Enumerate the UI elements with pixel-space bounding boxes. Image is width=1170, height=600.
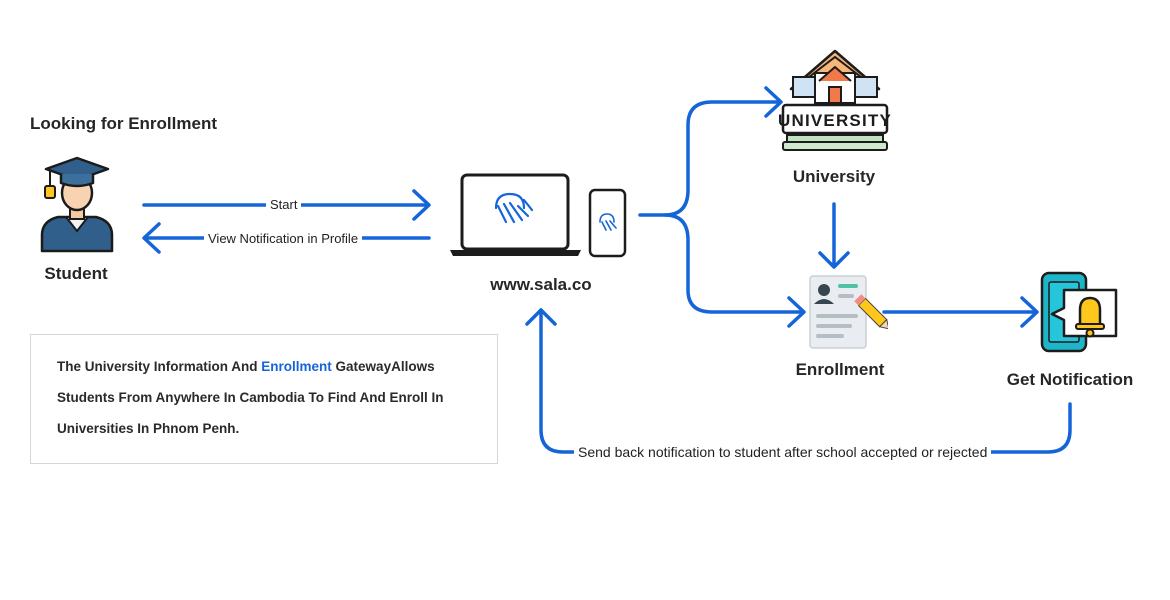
description-line-1: The University Information And Enrollmen… xyxy=(57,351,471,382)
enrollment-form-icon xyxy=(809,275,888,349)
notification-label: Get Notification xyxy=(1006,370,1134,389)
university-building-icon: UNIVERSITY xyxy=(779,49,891,151)
enrollment-label: Enrollment xyxy=(795,360,885,379)
send-back-label: Send back notification to student after … xyxy=(574,444,992,460)
description-text: GatewayAllows xyxy=(331,359,435,374)
student-graduate-icon xyxy=(40,156,114,253)
enrollment-highlight: Enrollment xyxy=(261,359,332,374)
laptop-icon xyxy=(450,173,627,258)
university-sign-text: UNIVERSITY xyxy=(779,111,891,130)
description-line-2: Students From Anywhere In Cambodia To Fi… xyxy=(57,390,444,405)
bell-icon xyxy=(1075,296,1105,338)
page-heading: Looking for Enrollment xyxy=(30,114,217,133)
description-box: The University Information And Enrollmen… xyxy=(30,334,498,464)
notification-phone-icon xyxy=(1040,271,1118,353)
description-line-3: Universities In Phnom Penh. xyxy=(57,421,240,436)
branch-connector xyxy=(638,100,782,217)
university-label: University xyxy=(792,167,876,186)
platform-label: www.sala.co xyxy=(490,275,592,294)
description-text: The University Information And xyxy=(57,359,262,374)
student-label: Student xyxy=(44,264,108,283)
sala-logo-icon xyxy=(494,192,534,224)
view-notification-label: View Notification in Profile xyxy=(204,231,363,246)
start-label: Start xyxy=(266,197,302,212)
